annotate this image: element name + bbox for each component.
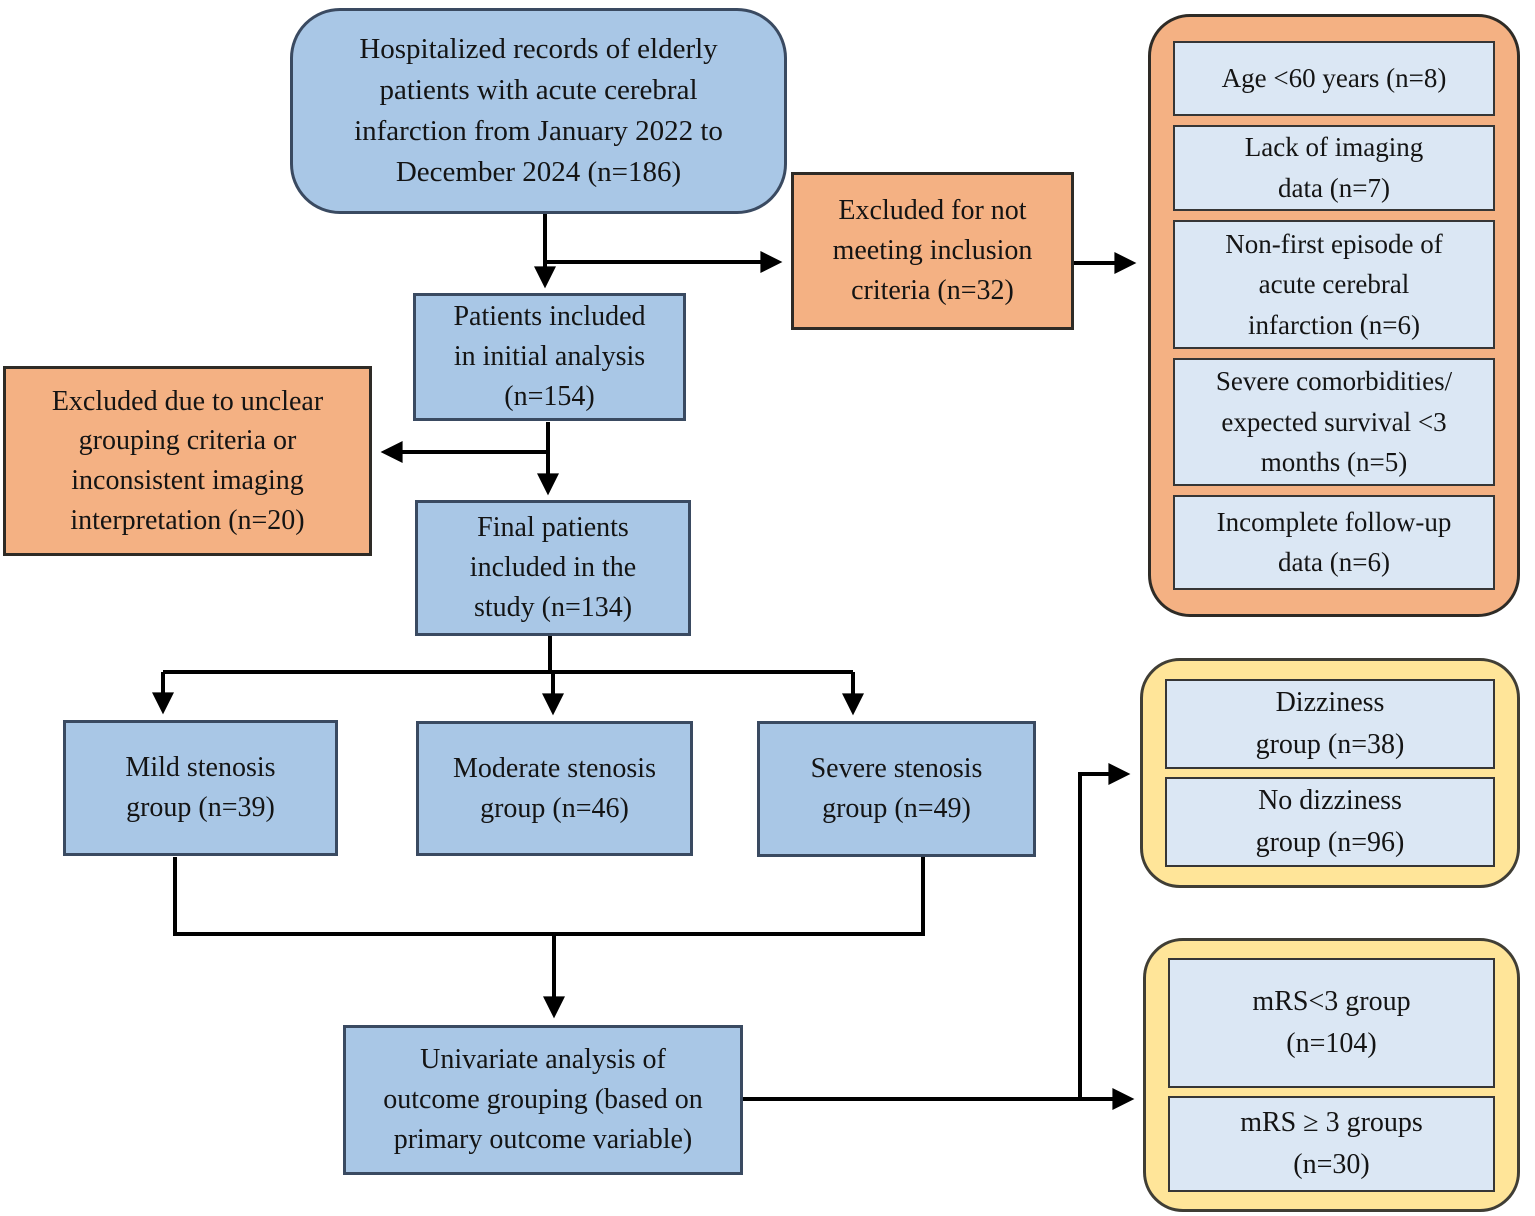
node-univariate-analysis: Univariate analysis of outcome grouping … <box>343 1025 743 1175</box>
node-mild-stenosis: Mild stenosis group (n=39) <box>63 720 338 856</box>
node-univariate-analysis-label: Univariate analysis of outcome grouping … <box>383 1044 703 1155</box>
node-no-dizziness-group-label: No dizziness group (n=96) <box>1255 785 1405 858</box>
node-exclusion-imaging-label: Lack of imaging data (n=7) <box>1244 132 1424 203</box>
node-severe-stenosis: Severe stenosis group (n=49) <box>757 721 1036 857</box>
panel-mrs: mRS<3 group (n=104) mRS ≥ 3 groups (n=30… <box>1143 938 1520 1212</box>
node-exclusion-comorbidities: Severe comorbidities/ expected survival … <box>1173 358 1495 486</box>
node-moderate-stenosis-label: Moderate stenosis group (n=46) <box>453 752 656 824</box>
node-mrs-lt3-group-label: mRS<3 group (n=104) <box>1252 986 1411 1059</box>
node-dizziness-group-label: Dizziness group (n=38) <box>1255 687 1405 760</box>
node-excluded-grouping: Excluded due to unclear grouping criteri… <box>3 366 372 556</box>
node-exclusion-comorbidities-label: Severe comorbidities/ expected survival … <box>1215 366 1453 478</box>
node-no-dizziness-group: No dizziness group (n=96) <box>1165 777 1495 867</box>
node-exclusion-age-label: Age <60 years (n=8) <box>1221 63 1447 94</box>
node-excluded-inclusion-label: Excluded for not meeting inclusion crite… <box>832 195 1033 306</box>
node-final-included-label: Final patients included in the study (n=… <box>469 512 637 623</box>
node-moderate-stenosis: Moderate stenosis group (n=46) <box>416 721 693 856</box>
node-exclusion-followup-label: Incomplete follow-up data (n=6) <box>1216 506 1452 578</box>
node-dizziness-group: Dizziness group (n=38) <box>1165 679 1495 769</box>
node-excluded-grouping-label: Excluded due to unclear grouping criteri… <box>51 385 324 536</box>
node-mrs-ge3-group-label: mRS ≥ 3 groups (n=30) <box>1240 1107 1423 1180</box>
node-final-included: Final patients included in the study (n=… <box>415 500 691 636</box>
node-exclusion-age: Age <60 years (n=8) <box>1173 41 1495 116</box>
node-exclusion-imaging: Lack of imaging data (n=7) <box>1173 124 1495 211</box>
panel-exclusion-reasons: Age <60 years (n=8) Lack of imaging data… <box>1148 14 1520 617</box>
node-severe-stenosis-label: Severe stenosis group (n=49) <box>810 753 983 824</box>
node-mrs-lt3-group: mRS<3 group (n=104) <box>1168 958 1495 1088</box>
node-initial-analysis-label: Patients included in initial analysis (n… <box>453 301 646 412</box>
node-initial-analysis: Patients included in initial analysis (n… <box>413 293 686 421</box>
node-hospitalized-records-label: Hospitalized records of elderly patients… <box>354 32 723 189</box>
node-exclusion-nonfirst: Non-first episode of acute cerebral infa… <box>1173 219 1495 350</box>
node-excluded-inclusion: Excluded for not meeting inclusion crite… <box>791 172 1074 330</box>
node-exclusion-nonfirst-label: Non-first episode of acute cerebral infa… <box>1225 228 1443 340</box>
node-mild-stenosis-label: Mild stenosis group (n=39) <box>125 752 276 823</box>
node-hospitalized-records: Hospitalized records of elderly patients… <box>290 8 787 214</box>
node-exclusion-followup: Incomplete follow-up data (n=6) <box>1173 494 1495 590</box>
panel-dizziness: Dizziness group (n=38) No dizziness grou… <box>1140 658 1520 888</box>
node-mrs-ge3-group: mRS ≥ 3 groups (n=30) <box>1168 1096 1495 1192</box>
